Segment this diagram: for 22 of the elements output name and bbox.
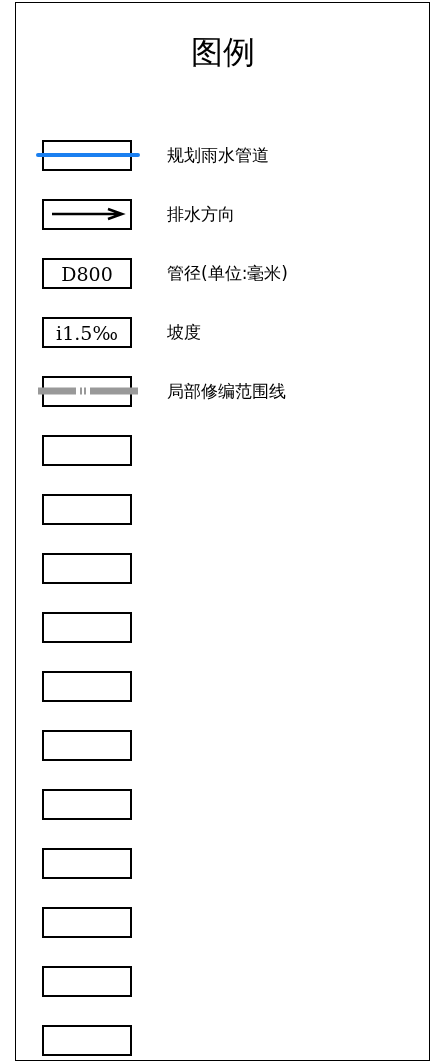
legend-text: 局部修编范围线	[167, 380, 286, 403]
empty-box	[42, 966, 132, 997]
empty-box	[42, 907, 132, 938]
legend-text: 规划雨水管道	[167, 144, 269, 167]
legend-text: 坡度	[167, 321, 201, 344]
legend-title: 图例	[189, 32, 256, 73]
legend-text: 管径(单位:毫米)	[167, 262, 288, 285]
empty-box	[42, 199, 132, 230]
empty-box	[42, 553, 132, 584]
empty-box	[42, 140, 132, 171]
empty-box	[42, 671, 132, 702]
legend-text: 排水方向	[167, 203, 235, 226]
empty-box	[42, 612, 132, 643]
empty-box	[42, 730, 132, 761]
sample-box: i1.5‰	[42, 317, 132, 348]
empty-box	[42, 789, 132, 820]
empty-box	[42, 435, 132, 466]
empty-box	[42, 494, 132, 525]
empty-box	[42, 376, 132, 407]
empty-box	[42, 1025, 132, 1056]
sample-box: D800	[42, 258, 132, 289]
empty-box	[42, 848, 132, 879]
